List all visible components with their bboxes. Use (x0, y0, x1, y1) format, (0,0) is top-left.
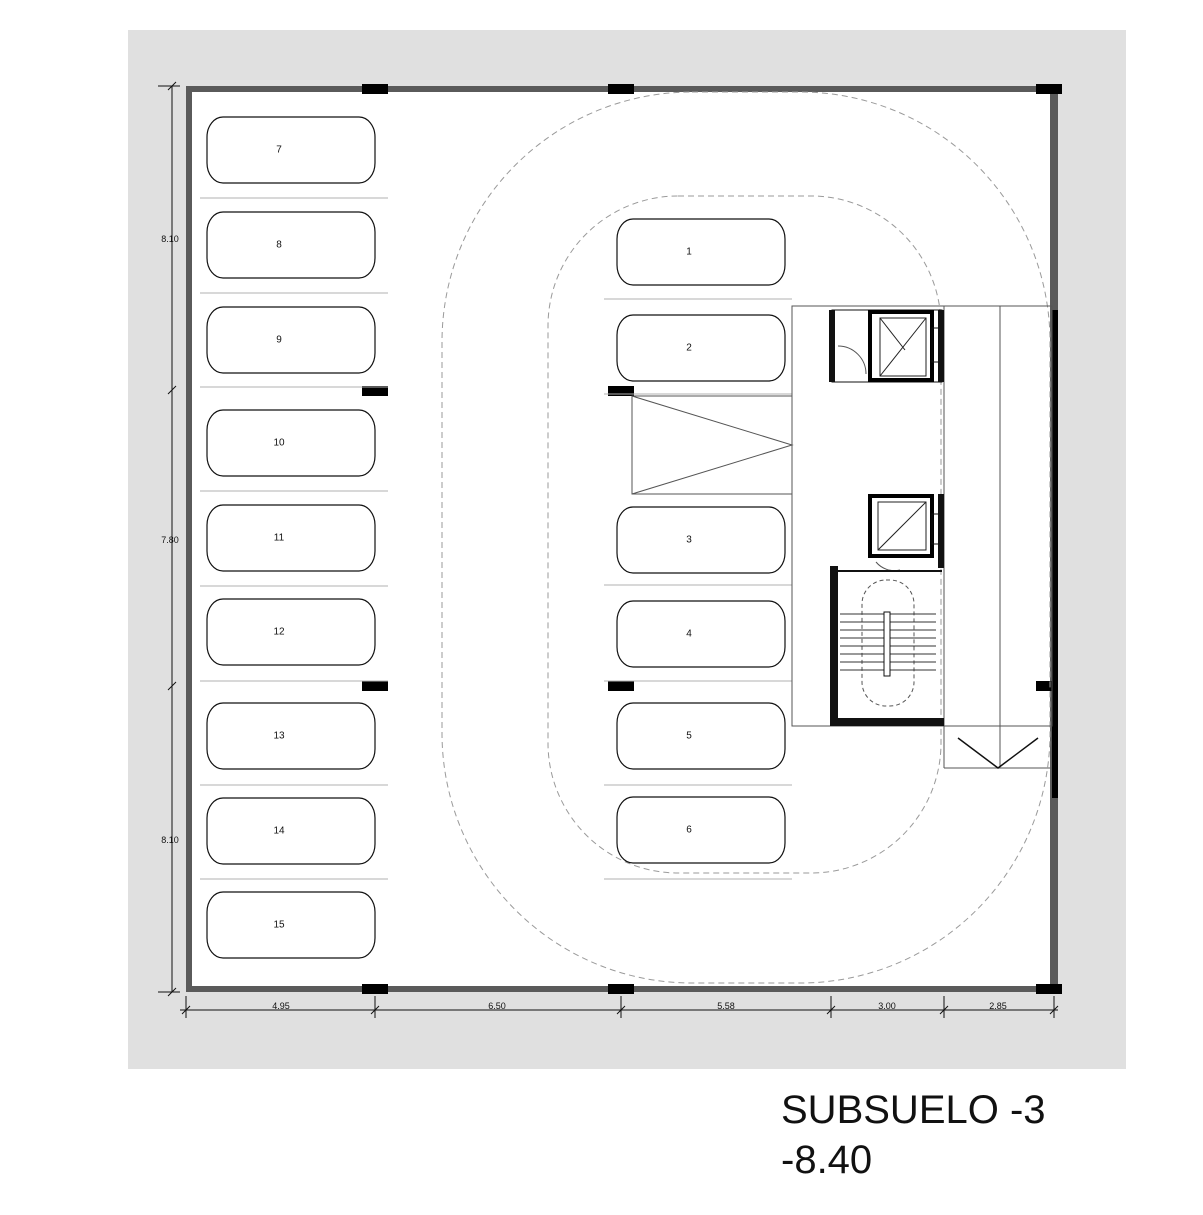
dim-tick (167, 681, 177, 691)
car-outline (206, 797, 376, 865)
parking-stall: 15 (206, 891, 376, 959)
dim-horizontal-2: 6.50 (488, 1001, 506, 1011)
plan-title: SUBSUELO -3 (781, 1088, 1046, 1132)
stall-number: 11 (274, 533, 285, 544)
parking-stall: 5 (616, 702, 786, 770)
car-outline (616, 314, 786, 382)
stall-number: 13 (273, 731, 285, 742)
car-outline (616, 796, 786, 864)
stall-number: 6 (686, 825, 692, 836)
stall-number: 7 (276, 145, 282, 156)
parking-stall: 3 (616, 506, 786, 574)
parking-stall: 7 (206, 116, 376, 184)
car-outline (206, 409, 376, 477)
dim-horizontal-4: 3.00 (878, 1001, 896, 1011)
elevator-upper (829, 309, 944, 383)
stall-number: 10 (273, 438, 285, 449)
dim-horizontal-1: 4.95 (272, 1001, 290, 1011)
right-wall-thick (1052, 310, 1058, 798)
parking-stall: 14 (206, 797, 376, 865)
parking-stall: 10 (206, 409, 376, 477)
parking-stall: 1 (616, 218, 786, 286)
car-outline (206, 504, 376, 572)
dim-tick (167, 81, 177, 91)
car-outline (616, 218, 786, 286)
dim-tick (167, 987, 177, 997)
columns (362, 84, 1062, 994)
stall-number: 8 (276, 240, 282, 251)
parking-separators (200, 197, 792, 880)
dim-vertical-1: 8.10 (161, 234, 179, 244)
car-outline (206, 598, 376, 666)
car-outline (206, 306, 376, 374)
parking-stall: 6 (616, 796, 786, 864)
stall-number: 1 (686, 247, 692, 258)
stall-number: 15 (273, 920, 285, 931)
parking-stall: 13 (206, 702, 376, 770)
stall-number: 12 (273, 627, 285, 638)
level-label: -8.40 (781, 1138, 873, 1182)
stall-number: 14 (273, 826, 285, 837)
dimension-ticks (167, 81, 1059, 1018)
elevator-lower (868, 494, 944, 572)
car-outline (206, 891, 376, 959)
dim-vertical-3: 8.10 (161, 835, 179, 845)
stall-number: 5 (686, 731, 692, 742)
stall-number: 4 (686, 629, 692, 640)
car-outline (616, 600, 786, 668)
parking-stall: 11 (206, 504, 376, 572)
parking-stall: 9 (206, 306, 376, 374)
car-outline (616, 702, 786, 770)
parking-stall: 4 (616, 600, 786, 668)
parking-stall: 2 (616, 314, 786, 382)
dim-tick (167, 385, 177, 395)
parking-stall: 12 (206, 598, 376, 666)
stall-number: 2 (686, 343, 692, 354)
car-outline (206, 116, 376, 184)
staircase (830, 566, 944, 726)
parking-stall: 8 (206, 211, 376, 279)
dim-vertical-2: 7.80 (161, 535, 179, 545)
dimension-lines (158, 85, 1058, 1011)
dim-horizontal-5: 2.85 (989, 1001, 1007, 1011)
car-outline (616, 506, 786, 574)
stall-number: 3 (686, 535, 692, 546)
dim-horizontal-3: 5.58 (717, 1001, 735, 1011)
stall-number: 9 (276, 335, 282, 346)
car-outline (206, 211, 376, 279)
car-outline (206, 702, 376, 770)
